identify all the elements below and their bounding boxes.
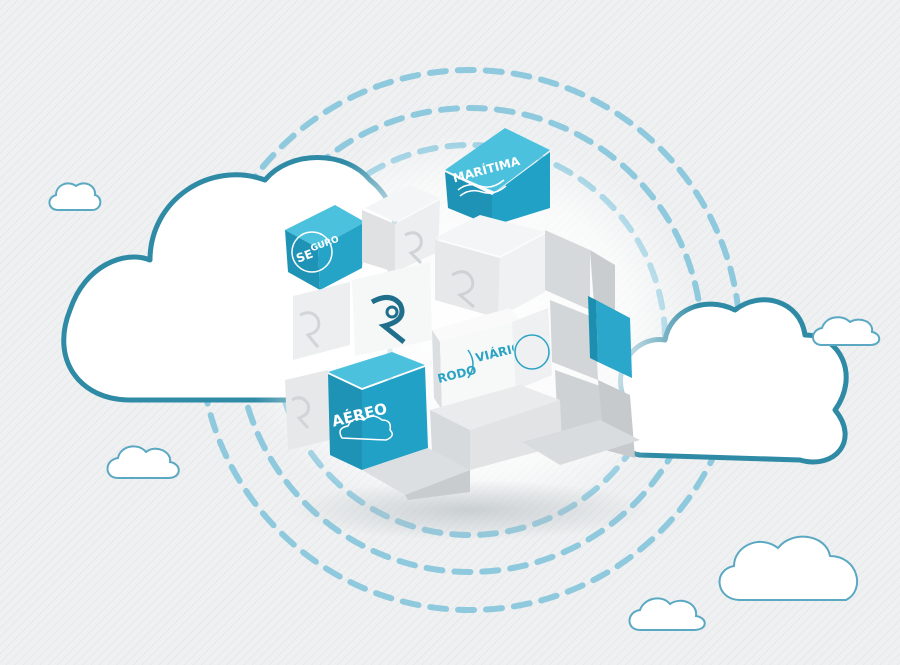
r-logo-icon	[404, 231, 423, 265]
small-cloud-icon	[628, 597, 706, 631]
tile-grey-left-2	[293, 282, 350, 360]
tile-seguro: SE GURO	[285, 205, 365, 290]
cube-bottom	[362, 385, 640, 500]
small-cloud-icon	[718, 535, 859, 601]
r-logo-icon	[370, 295, 406, 344]
small-cloud-icon	[106, 445, 180, 479]
blue-side-tile	[596, 300, 632, 378]
small-clouds	[48, 182, 881, 631]
cube-shadow	[290, 480, 650, 540]
tile-center-logo	[352, 262, 432, 356]
r-logo-icon	[451, 270, 475, 309]
tile-rodoviario: RODO VIÁRIO	[432, 308, 523, 410]
rubiks-cube: SE GURO MARÍTIMA	[285, 128, 640, 500]
tile-grey-left-3	[285, 370, 330, 450]
small-cloud-icon	[812, 316, 881, 346]
tile-grey-top-2	[435, 215, 545, 318]
road-icon	[467, 349, 474, 379]
badge-ring-icon	[514, 334, 550, 370]
tile-grey-right-badge	[512, 308, 552, 390]
small-cloud-icon	[48, 182, 102, 211]
tile-maritima: MARÍTIMA	[445, 128, 550, 226]
shield-ring-icon	[291, 231, 333, 273]
tile-aereo: AÉREO	[328, 352, 428, 470]
tile-grey-top-1	[362, 185, 440, 272]
cloud-plane-icon	[339, 415, 393, 441]
waves-icon	[457, 179, 505, 191]
seguro-label-1: SE	[294, 247, 315, 266]
